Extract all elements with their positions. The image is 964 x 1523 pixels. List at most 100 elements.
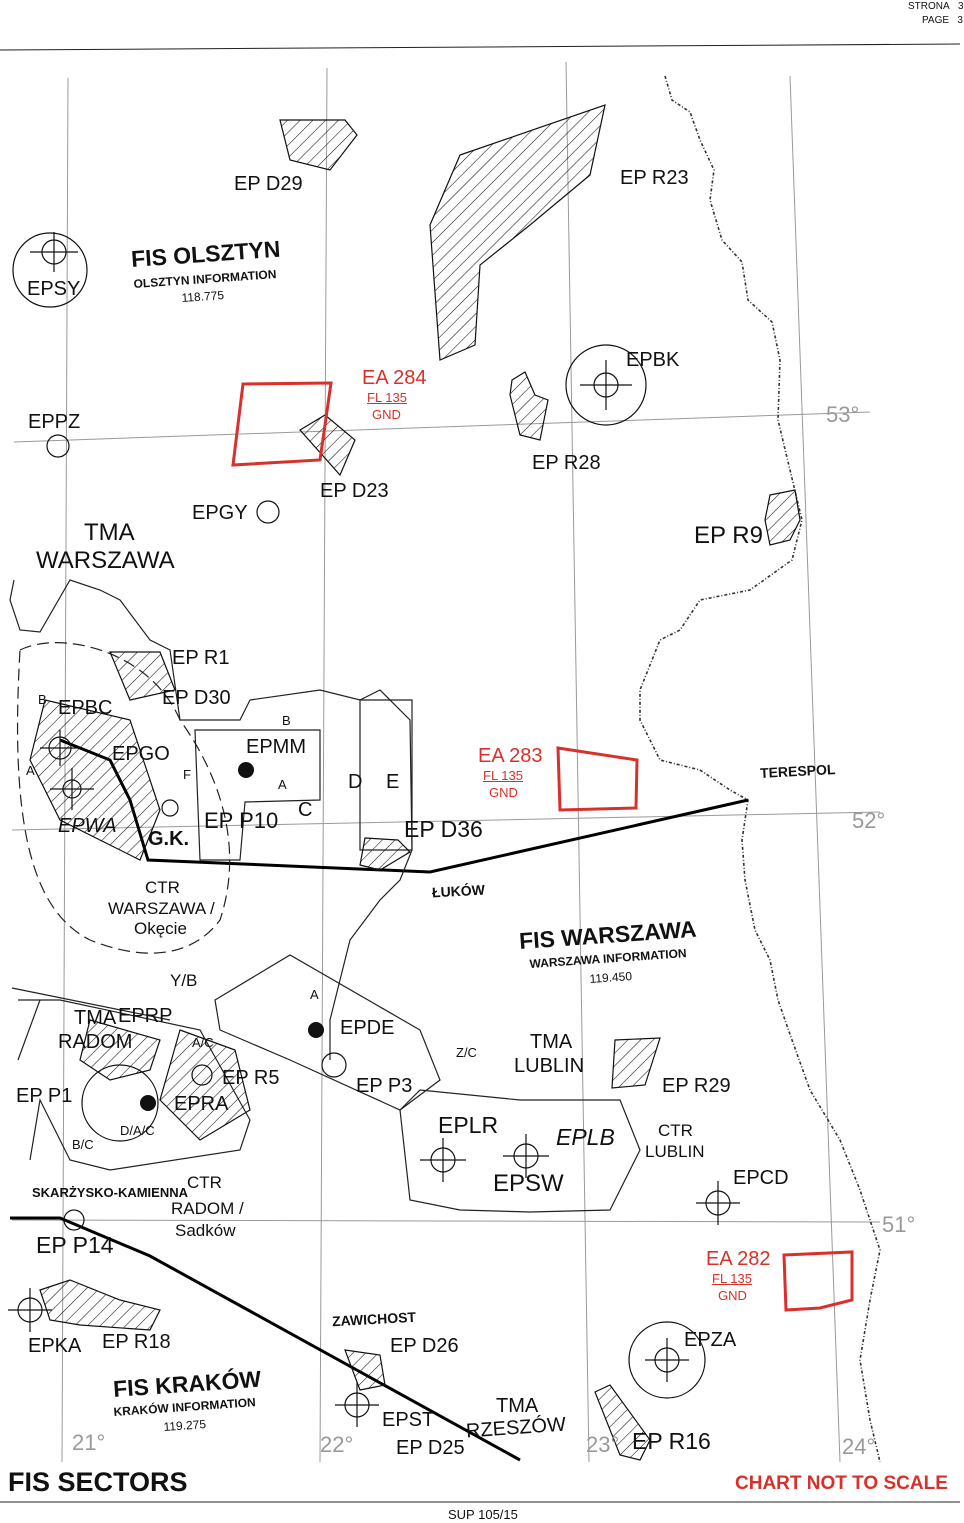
area-r9-label: EP R9 [694, 522, 763, 549]
sublabel-yb: Y/B [170, 971, 198, 990]
page-label: PAGE [922, 15, 950, 26]
gk-label: G.K. [148, 828, 190, 850]
tma-warszawa-1: TMA [84, 519, 135, 546]
ctr-radom-1: CTR [187, 1173, 222, 1192]
sup-reference: SUP 105/15 [448, 1507, 518, 1522]
epmm-label: EPMM [246, 736, 306, 758]
sublabel-a3: A [310, 987, 319, 1002]
eplr-label: EPLR [438, 1112, 499, 1138]
aerodrome-symbols [8, 232, 740, 1427]
page-number: 3 [957, 15, 963, 26]
ctr-lublin-1: CTR [658, 1121, 693, 1140]
sublabel-a2: A [278, 777, 287, 792]
tma-rzeszow-1: TMA [496, 1395, 539, 1417]
sublabel-b2: B [282, 713, 291, 728]
sublabel-c: C [298, 799, 313, 821]
strona-number: 3 [958, 1, 964, 12]
epbk-label: EPBK [626, 349, 680, 371]
ea-282-label: EA 282 [706, 1248, 771, 1270]
airspace-outlines [9, 579, 641, 1213]
area-d30-label: EP D30 [162, 687, 231, 709]
sublabel-ac: A/C [192, 1035, 214, 1050]
ctr-warszawa-1: CTR [145, 878, 180, 897]
ea-284-lower: GND [372, 407, 401, 422]
area-p14-label: EP P14 [36, 1232, 114, 1258]
eprp-label: EPRP [118, 1005, 173, 1027]
tma-lublin-1: TMA [530, 1031, 573, 1053]
area-d36-label: EP D36 [404, 816, 483, 842]
area-d26-label: EP D26 [390, 1335, 459, 1357]
ea-284-upper: FL 135 [367, 390, 407, 405]
epza-label: EPZA [684, 1329, 737, 1351]
lat-53-label: 53° [826, 402, 860, 427]
area-r1-label: EP R1 [172, 647, 230, 669]
sublabel-e: E [386, 771, 400, 793]
sublabel-bc: B/C [72, 1137, 94, 1152]
ctr-warszawa-3: Okęcie [134, 919, 187, 938]
area-r16-label: EP R16 [632, 1428, 711, 1454]
ctr-radom-2: RADOM / [171, 1199, 244, 1218]
epgo-label: EPGO [112, 743, 170, 765]
sublabel-d: D [348, 771, 363, 793]
sublabel-a1: A [26, 763, 35, 778]
area-d25-label: EP D25 [396, 1437, 465, 1459]
area-r29-label: EP R29 [662, 1075, 731, 1097]
epka-label: EPKA [28, 1335, 82, 1357]
lat-51-label: 51° [882, 1212, 916, 1237]
ea-284-label: EA 284 [362, 367, 427, 389]
strona-label: STRONA [908, 1, 950, 12]
not-to-scale-note: CHART NOT TO SCALE [735, 1473, 948, 1494]
ea-283-label: EA 283 [478, 745, 543, 767]
lon-22-label: 22° [320, 1432, 354, 1457]
fis-olsztyn-freq: 118.775 [181, 288, 225, 305]
ea-areas [231, 381, 854, 1312]
ea-283-lower: GND [489, 785, 518, 800]
sublabel-f: F [183, 767, 191, 782]
sublabel-dac: D/A/C [120, 1123, 155, 1138]
lon-21-label: 21° [72, 1430, 106, 1455]
epde-label: EPDE [340, 1017, 395, 1039]
sublabel-b1: B [38, 692, 47, 707]
area-p3-label: EP P3 [356, 1075, 413, 1097]
zawichost-label: ZAWICHOST [331, 1308, 417, 1330]
epbc-label: EPBC [58, 697, 113, 719]
tma-radom-2: RADOM [58, 1031, 133, 1053]
ctr-radom-3: Sadków [175, 1221, 236, 1240]
fis-boundary-south [10, 1216, 521, 1462]
area-r18-label: EP R18 [102, 1331, 171, 1353]
area-r5-label: EP R5 [222, 1067, 280, 1089]
epst-label: EPST [382, 1409, 435, 1431]
ea-282-upper: FL 135 [712, 1271, 752, 1286]
tma-radom-1: TMA [74, 1007, 117, 1029]
epgy-label: EPGY [192, 502, 248, 524]
epsy-label: EPSY [27, 278, 81, 300]
lon-24-label: 24° [842, 1434, 876, 1459]
area-d23-label: EP D23 [320, 480, 389, 502]
epwa-label: EPWA [58, 815, 117, 837]
area-p10-label: EP P10 [204, 808, 279, 833]
sublabel-zc: Z/C [456, 1045, 477, 1060]
airfield-dots [140, 762, 324, 1111]
eppz-label: EPPZ [28, 411, 81, 433]
ctr-warszawa-2: WARSZAWA / [108, 899, 215, 918]
lukow-label: ŁUKÓW [431, 881, 486, 901]
area-d29-label: EP D29 [234, 173, 303, 195]
epsw-label: EPSW [493, 1170, 564, 1197]
eplb-label: EPLB [556, 1124, 615, 1150]
ea-282-lower: GND [718, 1288, 747, 1303]
tma-lublin-2: LUBLIN [514, 1055, 585, 1077]
epcd-label: EPCD [733, 1167, 789, 1189]
fis-krakow-freq: 119.275 [163, 1417, 207, 1434]
lon-23-label: 23° [586, 1432, 620, 1457]
fis-warszawa-freq: 119.450 [589, 969, 633, 986]
chart-title: FIS SECTORS [8, 1467, 188, 1497]
hatched-areas [29, 104, 801, 1461]
skarzysko-label: SKARŻYSKO-KAMIENNA [32, 1185, 188, 1200]
tma-warszawa-2: WARSZAWA [36, 547, 175, 574]
lat-52-label: 52° [852, 808, 886, 833]
area-p1-label: EP P1 [16, 1085, 73, 1107]
area-r23-label: EP R23 [620, 167, 689, 189]
epra-label: EPRA [174, 1093, 229, 1115]
ctr-lublin-2: LUBLIN [645, 1142, 705, 1161]
